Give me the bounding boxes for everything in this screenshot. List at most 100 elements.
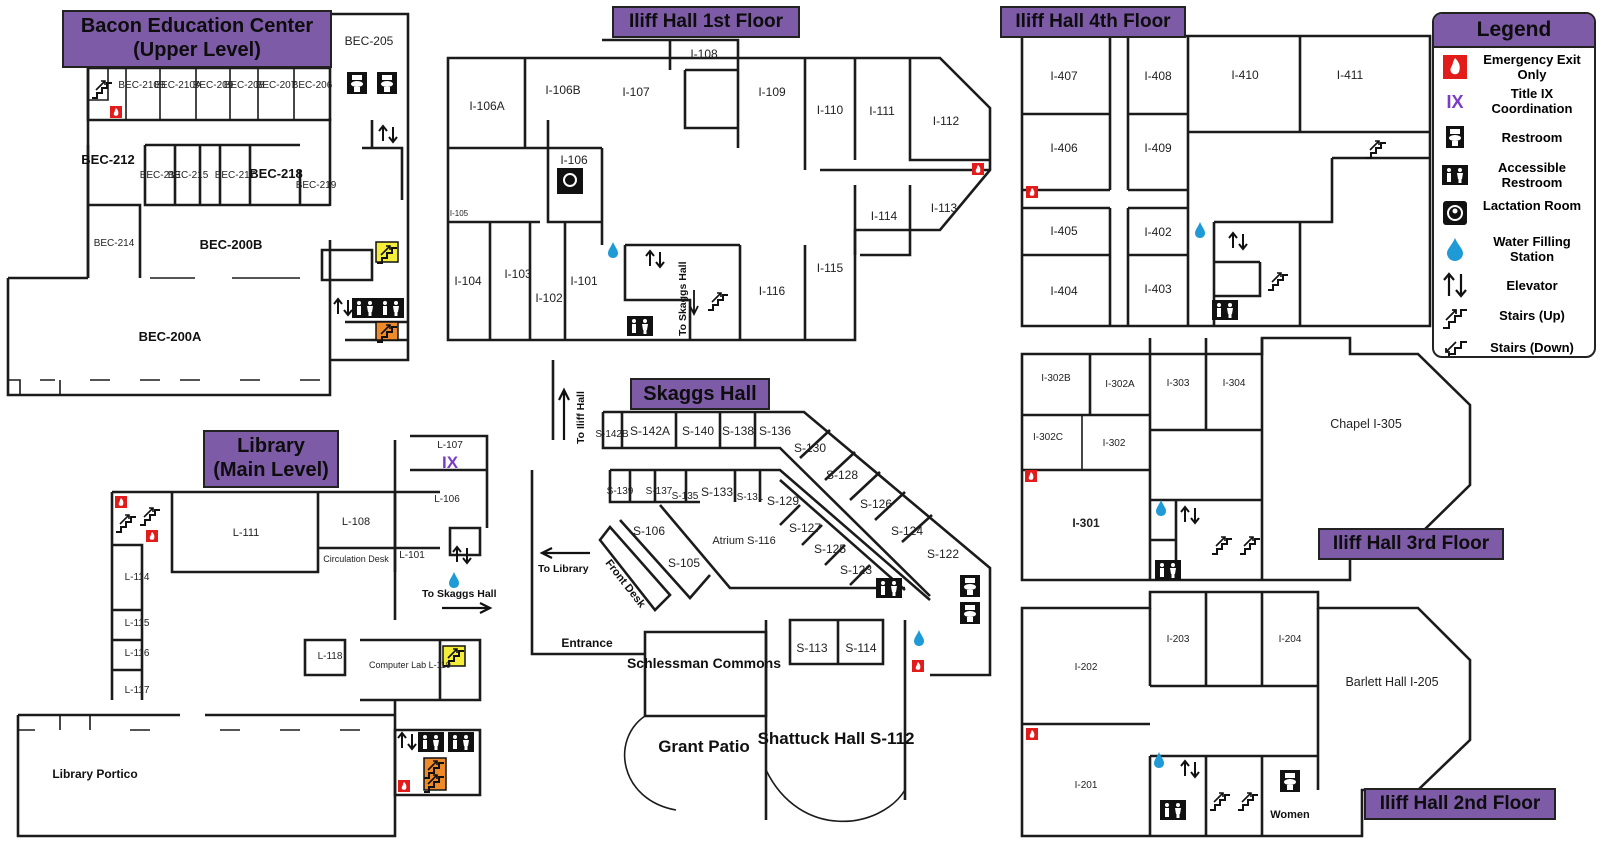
room-label: BEC-209 <box>193 80 234 91</box>
to-iliff-label: To Iliff Hall <box>575 391 587 444</box>
room-label: S-126 <box>860 497 892 511</box>
svg-text:IX: IX <box>1446 92 1463 112</box>
room-label: L-108 <box>342 516 370 528</box>
title-library: Library (Main Level) <box>203 430 339 488</box>
iliff3-room-labels: I-302B I-302A I-303 I-304 I-302C I-302 I… <box>1033 373 1402 530</box>
room-label: S-142B <box>595 429 629 440</box>
room-label: I-106A <box>469 99 504 113</box>
library-portico-label: Library Portico <box>52 767 137 781</box>
front-desk-label: Front Desk <box>603 557 648 610</box>
grant-patio-label: Grant Patio <box>658 737 750 756</box>
legend-label: Accessible Restroom <box>1498 160 1566 190</box>
iliff3-plan <box>1020 336 1472 582</box>
room-label: I-202 <box>1075 662 1098 673</box>
legend-label: Emergency Exit Only <box>1483 52 1581 82</box>
lactation-room-icon <box>1443 201 1467 225</box>
room-label: I-410 <box>1231 68 1259 82</box>
to-library-label: To Library <box>538 563 589 575</box>
room-label: I-109 <box>758 85 786 99</box>
legend-item-title-ix: IX Title IX Coordination <box>1434 84 1594 118</box>
title-iliff-2nd-floor: Iliff Hall 2nd Floor <box>1364 788 1556 820</box>
room-label: BEC-210B <box>118 80 166 91</box>
emergency-exit-icon <box>1443 55 1467 79</box>
room-label: S-138 <box>722 424 754 438</box>
iliff2-plan <box>1020 590 1472 838</box>
room-label: I-114 <box>871 209 898 223</box>
title-ix-icon: IX <box>442 453 459 472</box>
legend-label: Title IX Coordination <box>1491 86 1573 116</box>
circulation-desk-label: Circulation Desk <box>323 554 389 564</box>
skaggs-plan <box>530 360 992 823</box>
barlett-hall-label: Barlett Hall I-205 <box>1345 675 1438 689</box>
room-label: I-116 <box>759 284 786 298</box>
title-skaggs-hall: Skaggs Hall <box>630 378 770 410</box>
room-label: BEC-215 <box>168 170 209 181</box>
room-label: L-115 <box>125 618 150 629</box>
room-label: BEC-200A <box>139 329 202 344</box>
room-label: I-113 <box>931 201 958 215</box>
legend-label: Restroom <box>1501 130 1563 145</box>
room-label: I-302 <box>1103 438 1126 449</box>
room-label: S-125 <box>814 542 846 556</box>
bacon-education-center-plan <box>6 12 410 397</box>
room-label: S-142A <box>630 424 670 438</box>
room-label: S-140 <box>682 424 714 438</box>
title-iliff-3rd-floor: Iliff Hall 3rd Floor <box>1318 528 1504 560</box>
iliff2-room-labels: I-203 I-204 I-202 I-201 Barlett Hall I-2… <box>1075 634 1439 821</box>
stairs-down-icon <box>1445 341 1467 356</box>
legend-title: Legend <box>1434 14 1594 48</box>
room-label: L-117 <box>125 685 150 696</box>
room-label: I-108 <box>690 47 718 61</box>
room-label: L-106 <box>434 494 460 505</box>
legend-item-emergency-exit: Emergency Exit Only <box>1434 50 1594 84</box>
room-label: S-106 <box>633 524 665 538</box>
room-label: S-130 <box>794 441 826 455</box>
room-label: I-104 <box>454 274 482 288</box>
legend-label: Water Filling Station <box>1493 234 1571 264</box>
room-label: S-133 <box>701 485 733 499</box>
room-label: S-128 <box>826 468 858 482</box>
room-label: BEC-200B <box>200 237 263 252</box>
room-label: I-302B <box>1041 373 1071 384</box>
room-label: S-124 <box>891 524 923 538</box>
room-label: BEC-218 <box>249 166 302 181</box>
room-label: L-101 <box>399 550 425 561</box>
legend-item-accessible-restroom: Accessible Restroom <box>1434 158 1594 192</box>
room-label: S-131 <box>737 492 764 503</box>
room-label: L-111 <box>233 527 260 539</box>
room-label: I-204 <box>1279 634 1302 645</box>
legend-label: Lactation Room <box>1482 198 1582 213</box>
atrium-label: Atrium S-116 <box>712 535 775 547</box>
room-label: I-105 <box>450 209 469 218</box>
room-label: I-407 <box>1050 69 1078 83</box>
room-label: S-123 <box>840 563 872 577</box>
room-label: I-102 <box>535 291 563 305</box>
room-label: S-135 <box>672 491 699 502</box>
legend-item-lactation-room: Lactation Room <box>1434 196 1594 230</box>
shattuck-hall-label: Shattuck Hall S-112 <box>758 729 915 748</box>
legend-item-stairs-up: Stairs (Up) <box>1434 300 1594 334</box>
library-plan <box>16 434 493 838</box>
room-label: I-302C <box>1033 432 1063 443</box>
room-label: I-304 <box>1223 378 1246 389</box>
women-restroom-label: Women <box>1270 809 1310 821</box>
room-label: I-402 <box>1144 225 1172 239</box>
chapel-label: Chapel I-305 <box>1330 417 1402 431</box>
iliff1-room-labels: I-106A I-106B I-107 I-108 I-109 I-110 I-… <box>450 47 960 336</box>
room-label: S-127 <box>789 521 821 535</box>
legend-item-restroom: Restroom <box>1434 120 1594 154</box>
to-skaggs-label: To Skaggs Hall <box>422 588 497 600</box>
map-legend: Legend Emergency Exit Only IX Title IX C… <box>1432 12 1596 358</box>
legend-item-water-filling: Water Filling Station <box>1434 232 1594 266</box>
room-label: L-114 <box>125 572 150 583</box>
iliff4-plan <box>1020 34 1432 328</box>
room-label: BEC-213 <box>140 170 181 181</box>
entrance-label: Entrance <box>561 636 613 650</box>
room-label: I-303 <box>1167 378 1190 389</box>
legend-item-elevator: Elevator <box>1434 268 1594 302</box>
room-label: BEC-214 <box>94 238 135 249</box>
room-label: I-403 <box>1144 282 1172 296</box>
skaggs-room-labels: S-142B S-142A S-140 S-138 S-136 S-130 S-… <box>538 391 959 756</box>
room-label: I-110 <box>817 103 844 117</box>
